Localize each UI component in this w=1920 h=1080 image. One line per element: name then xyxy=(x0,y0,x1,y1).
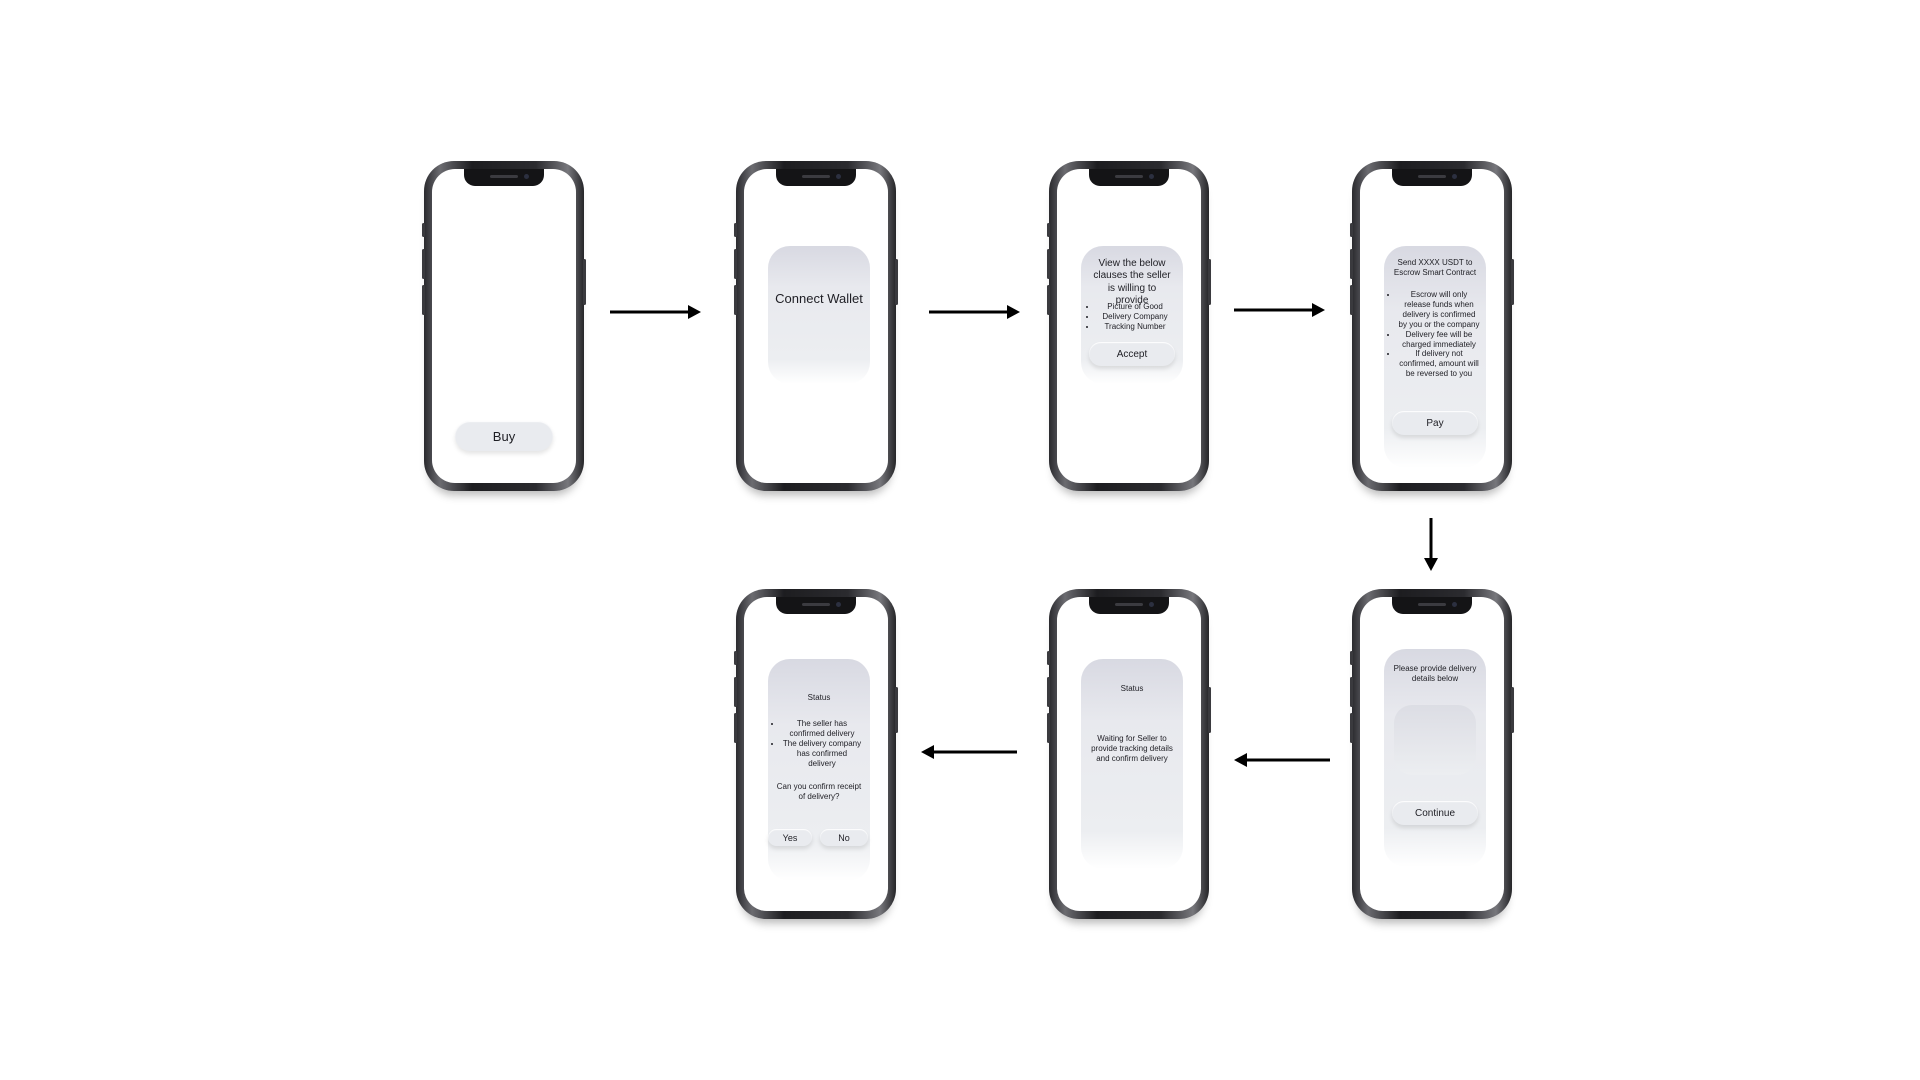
notch xyxy=(1392,597,1472,614)
list-item: The seller has confirmed delivery xyxy=(782,719,862,739)
send-usdt-title: Send XXXX USDT to Escrow Smart Contract xyxy=(1393,258,1477,277)
escrow-terms-list: Escrow will only release funds when deli… xyxy=(1386,290,1480,379)
screen: Send XXXX USDT to Escrow Smart Contract … xyxy=(1360,169,1504,483)
phone-clauses: View the below clauses the seller is wil… xyxy=(1047,161,1211,491)
status-title: Status xyxy=(807,693,831,702)
clauses-card: View the below clauses the seller is wil… xyxy=(1081,246,1183,384)
accept-button[interactable]: Accept xyxy=(1089,342,1175,366)
yes-button[interactable]: Yes xyxy=(768,829,812,846)
arrow-right-2 xyxy=(929,305,1020,319)
screen: View the below clauses the seller is wil… xyxy=(1057,169,1201,483)
status-title: Status xyxy=(1120,684,1144,693)
arrow-down xyxy=(1424,518,1438,571)
phone-connect-wallet: Connect Wallet xyxy=(734,161,898,491)
screen: Buy xyxy=(432,169,576,483)
notch xyxy=(1089,169,1169,186)
delivery-details-input[interactable] xyxy=(1394,705,1476,775)
notch xyxy=(1089,597,1169,614)
phone-buy: Buy xyxy=(422,161,586,491)
clauses-title: View the below clauses the seller is wil… xyxy=(1093,258,1171,307)
clauses-list: Picture of Good Delivery Company Trackin… xyxy=(1085,302,1173,332)
continue-button[interactable]: Continue xyxy=(1392,801,1478,825)
arrow-left-2 xyxy=(921,745,1017,759)
phone-waiting-status: Status Waiting for Seller to provide tra… xyxy=(1047,589,1211,919)
waiting-message: Waiting for Seller to provide tracking d… xyxy=(1091,734,1173,763)
confirm-question: Can you confirm receipt of delivery? xyxy=(776,782,862,801)
phone-send-usdt: Send XXXX USDT to Escrow Smart Contract … xyxy=(1350,161,1514,491)
phone-confirm-receipt: Status The seller has confirmed delivery… xyxy=(734,589,898,919)
waiting-status-card: Status Waiting for Seller to provide tra… xyxy=(1081,659,1183,869)
phone-delivery-details: Please provide delivery details below Co… xyxy=(1350,589,1514,919)
list-item: The delivery company has confirmed deliv… xyxy=(782,739,862,769)
notch xyxy=(776,597,856,614)
notch xyxy=(776,169,856,186)
arrow-left-1 xyxy=(1234,753,1330,767)
send-usdt-card: Send XXXX USDT to Escrow Smart Contract … xyxy=(1384,246,1486,468)
notch xyxy=(464,169,544,186)
list-item: Tracking Number xyxy=(1097,322,1173,332)
delivery-details-card: Please provide delivery details below Co… xyxy=(1384,649,1486,867)
arrow-right-1 xyxy=(610,305,701,319)
pay-button[interactable]: Pay xyxy=(1392,411,1478,435)
notch xyxy=(1392,169,1472,186)
screen: Status Waiting for Seller to provide tra… xyxy=(1057,597,1201,911)
buy-button[interactable]: Buy xyxy=(455,421,553,451)
list-item: Delivery fee will be charged immediately xyxy=(1398,330,1480,350)
screen: Status The seller has confirmed delivery… xyxy=(744,597,888,911)
no-button[interactable]: No xyxy=(820,829,868,846)
screen: Please provide delivery details below Co… xyxy=(1360,597,1504,911)
delivery-details-title: Please provide delivery details below xyxy=(1393,664,1477,683)
list-item: Delivery Company xyxy=(1097,312,1173,322)
list-item: Picture of Good xyxy=(1097,302,1173,312)
list-item: If delivery not confirmed, amount will b… xyxy=(1398,349,1480,379)
connect-wallet-label: Connect Wallet xyxy=(775,291,863,306)
arrow-right-3 xyxy=(1234,303,1325,317)
confirm-receipt-card: Status The seller has confirmed delivery… xyxy=(768,659,870,881)
delivery-status-list: The seller has confirmed delivery The de… xyxy=(770,719,862,769)
screen: Connect Wallet xyxy=(744,169,888,483)
list-item: Escrow will only release funds when deli… xyxy=(1398,290,1480,330)
connect-wallet-card[interactable]: Connect Wallet xyxy=(768,246,870,384)
